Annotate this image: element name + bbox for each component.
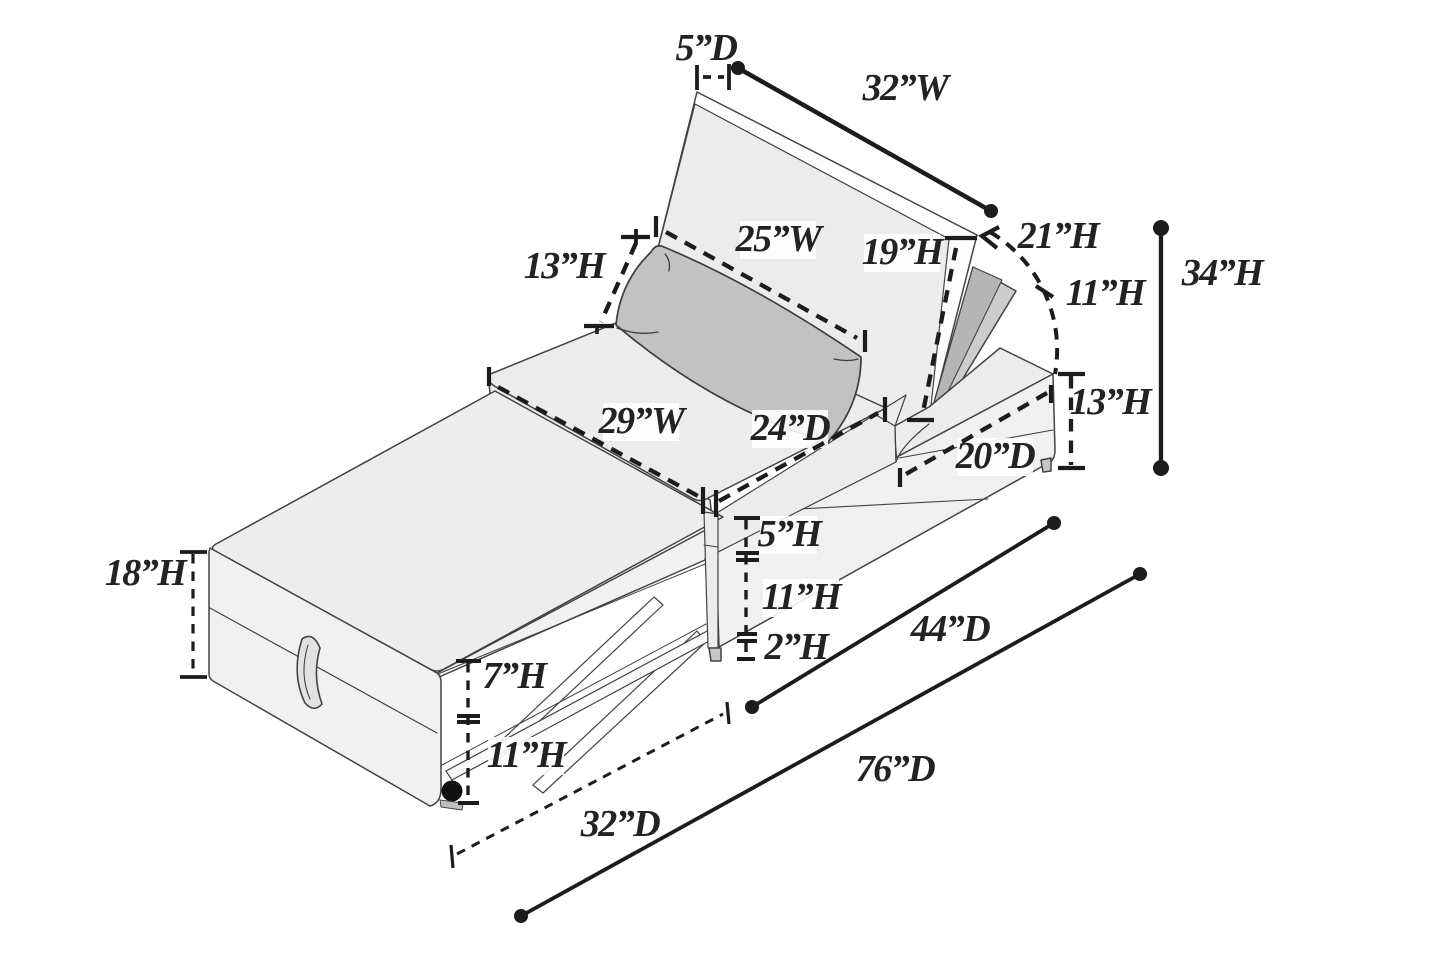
svg-text:13”H: 13”H: [524, 245, 608, 287]
svg-text:5”D: 5”D: [676, 27, 738, 69]
svg-text:5”H: 5”H: [757, 513, 823, 555]
svg-text:7”H: 7”H: [482, 655, 548, 697]
svg-text:34”H: 34”H: [1181, 252, 1266, 294]
svg-text:18”H: 18”H: [105, 552, 189, 594]
svg-text:11”H: 11”H: [762, 576, 843, 618]
svg-text:29”W: 29”W: [598, 400, 689, 442]
svg-text:44”D: 44”D: [910, 608, 991, 650]
svg-text:11”H: 11”H: [487, 734, 568, 776]
svg-text:2”H: 2”H: [763, 626, 830, 668]
svg-text:11”H: 11”H: [1066, 272, 1147, 314]
svg-text:24”D: 24”D: [750, 407, 831, 449]
svg-text:20”D: 20”D: [955, 435, 1036, 477]
svg-text:32”W: 32”W: [862, 67, 953, 109]
svg-text:13”H: 13”H: [1070, 381, 1154, 423]
svg-text:76”D: 76”D: [856, 748, 936, 790]
svg-text:19”H: 19”H: [862, 231, 946, 273]
svg-text:21”H: 21”H: [1017, 215, 1102, 257]
svg-text:32”D: 32”D: [580, 803, 661, 845]
svg-text:25”W: 25”W: [735, 218, 826, 260]
